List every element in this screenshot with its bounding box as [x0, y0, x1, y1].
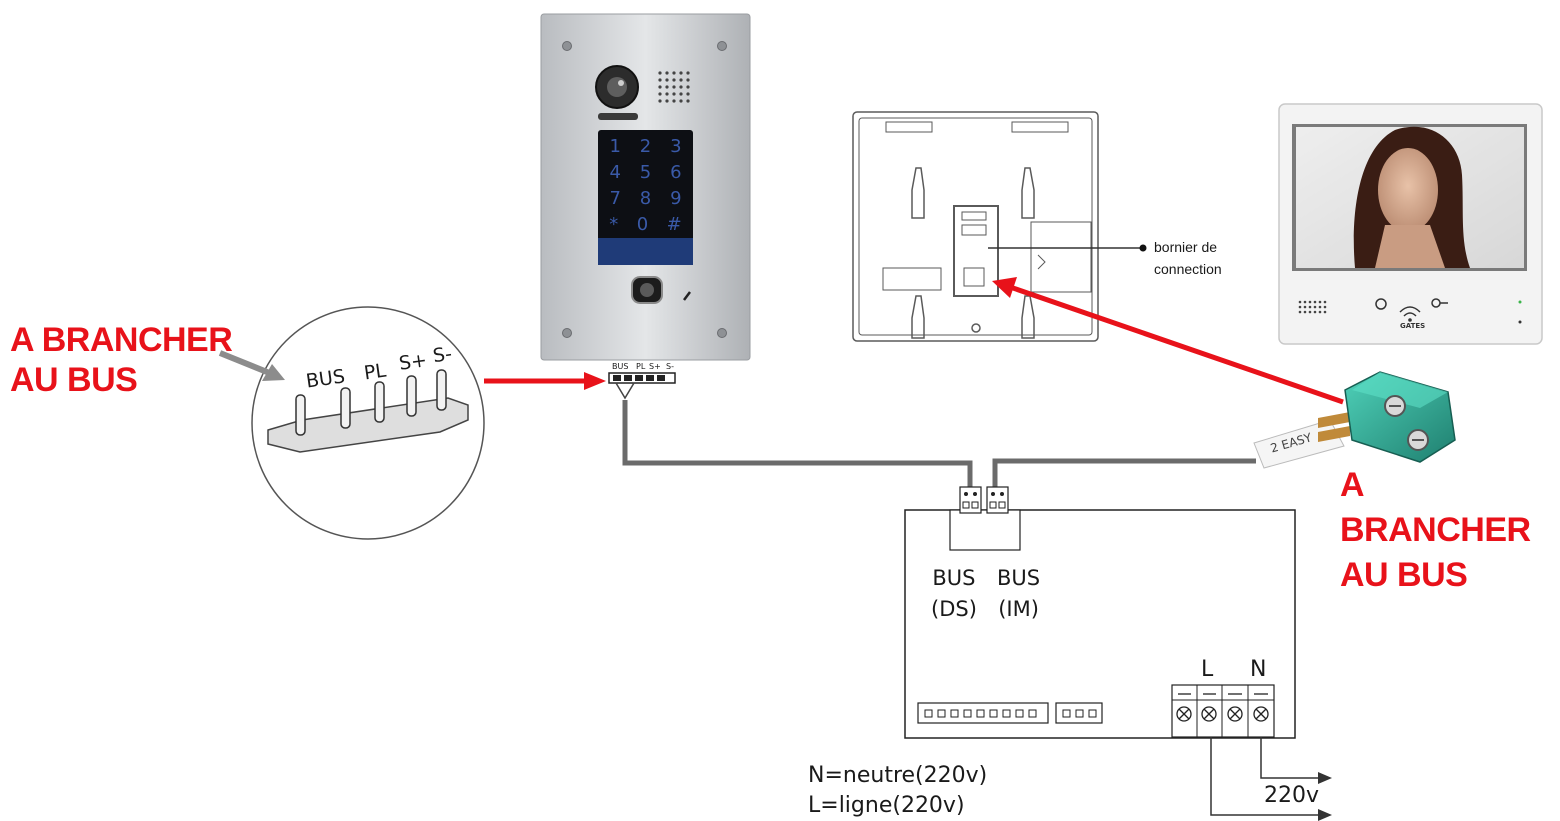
right-callout-line2: AU BUS: [1340, 556, 1468, 594]
speaker-grille: [658, 71, 690, 103]
zoom-label-s-plus: S+: [397, 349, 429, 375]
terminal-zoom-circle: [251, 306, 485, 540]
grey-wires: [622, 400, 1256, 487]
talk-icon: [1375, 298, 1387, 310]
panel-terminal-strip: [608, 372, 676, 400]
bornier-line2: connection: [1154, 261, 1222, 277]
red-arrow-to-bornier: [992, 277, 1344, 405]
keypad-key: 7: [609, 188, 621, 209]
keypad-row: * 0 #: [600, 214, 691, 240]
mains-terminal-block: [1171, 684, 1275, 738]
keypad-row: 7 8 9: [600, 188, 691, 214]
wire-monitor-to-bus-im: [992, 458, 1256, 487]
monitor-front-view: [1278, 103, 1543, 345]
keypad-key: 9: [670, 188, 682, 209]
keypad: 1 2 3 4 5 6 7 8 9 * 0 #: [600, 136, 691, 244]
right-callout-line1: A BRANCHER: [1340, 466, 1531, 549]
keypad-key: 0: [636, 214, 649, 235]
left-callout-label: A BRANCHER AU BUS: [10, 320, 233, 400]
bus-im-terminal: [986, 486, 1009, 514]
panel-label-pl: PL: [636, 362, 646, 371]
keypad-key: *: [609, 214, 619, 235]
power-label-n: N: [1250, 657, 1267, 682]
legend-neutral: N=neutre(220v): [808, 763, 988, 788]
door-panel: [540, 13, 751, 361]
keypad-row: 4 5 6: [600, 162, 691, 188]
keypad-key: 5: [639, 162, 652, 183]
keypad-glass: [598, 130, 693, 265]
panel-label-s-minus: S-: [666, 362, 674, 371]
teal-connector: [1318, 371, 1456, 463]
power-supply-box: [904, 486, 1296, 739]
keypad-key: 8: [639, 188, 652, 209]
power-label-l: L: [1201, 657, 1214, 682]
person-face: [1378, 148, 1438, 232]
zoom-label-pl: PL: [362, 359, 388, 385]
monitor-brand: GATES: [1400, 322, 1426, 330]
monitor-rear-view: [852, 111, 1099, 342]
keypad-key: 6: [670, 162, 682, 183]
wire-door-panel-to-bus-ds: [622, 400, 973, 487]
red-arrow-to-panel: [484, 372, 606, 390]
bus-ds-terminal: [959, 486, 982, 514]
panel-label-bus: BUS: [612, 362, 629, 371]
bus-ds-line1: BUS: [932, 566, 976, 590]
panel-label-s-plus: S+: [649, 362, 661, 371]
legend-line: L=ligne(220v): [808, 793, 965, 818]
connector-strip-3pin: [1055, 702, 1103, 724]
right-callout-label: A BRANCHER AU BUS: [1340, 463, 1560, 598]
keypad-key: 4: [609, 162, 621, 183]
bus-im-label: BUS (IM): [997, 563, 1040, 625]
voltage-label: 220v: [1264, 783, 1320, 808]
mains-legend: N=neutre(220v) L=ligne(220v): [808, 761, 987, 821]
bornier-line1: bornier de: [1154, 239, 1218, 255]
mains-output-arrows: [1210, 737, 1332, 821]
bus-ds-line2: (DS): [931, 597, 977, 621]
wifi-icon: [1399, 306, 1421, 317]
connector-strip-9pin: [917, 702, 1049, 724]
left-callout-line1: A BRANCHER: [10, 321, 233, 359]
keypad-key: 1: [609, 136, 621, 157]
keypad-row: 1 2 3: [600, 136, 691, 162]
bornier-pointer: [988, 244, 1147, 252]
zoom-label-s-minus: S-: [431, 342, 454, 368]
left-callout-line2: AU BUS: [10, 361, 138, 399]
bus-ds-label: BUS (DS): [931, 563, 977, 625]
keypad-key: 3: [670, 136, 682, 157]
callout-pointer-arrow: [218, 350, 285, 381]
keypad-key: #: [666, 214, 682, 235]
bornier-label: bornier de connection: [1154, 236, 1222, 280]
bus-im-line2: (IM): [998, 597, 1039, 621]
bus-im-line1: BUS: [997, 566, 1041, 590]
keypad-key: 2: [639, 136, 652, 157]
